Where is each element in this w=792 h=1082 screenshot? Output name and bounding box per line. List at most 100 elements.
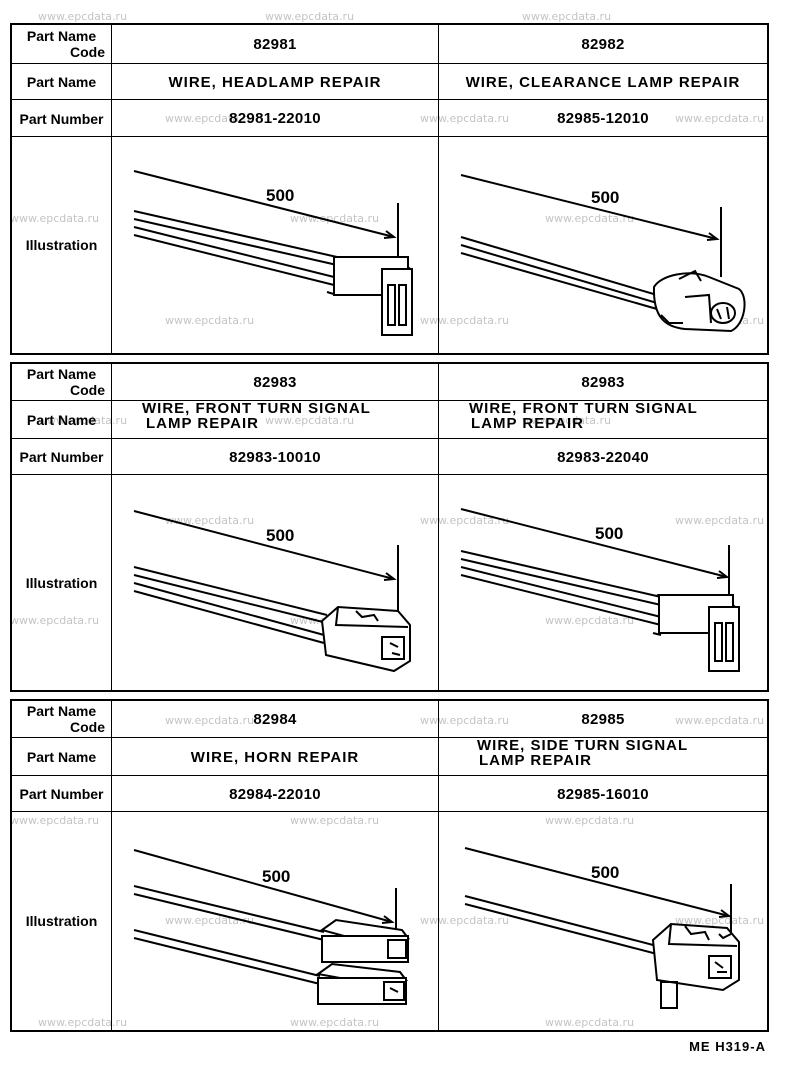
parts-table-block-3: Part Name Code 82984 82985 Part Name WIR… — [10, 699, 769, 1032]
label-illustration: Illustration — [12, 812, 112, 1030]
watermark: www.epcdata.ru — [10, 814, 100, 827]
watermark: www.epcdata.ru — [545, 1016, 635, 1029]
row-code: Part Name Code 82981 82982 — [12, 25, 767, 63]
part-name-a: WIRE, HORN REPAIR — [112, 738, 439, 776]
row-code: Part Name Code 82983 82983 — [12, 364, 767, 400]
label-part-name: Part Name — [12, 401, 112, 439]
watermark: www.epcdata.ru — [420, 112, 510, 125]
label-line: Code — [70, 44, 105, 60]
illustration-b: 500 — [439, 475, 767, 690]
row-part-name: Part Name WIRE, FRONT TURN SIGNAL LAMP R… — [12, 400, 767, 439]
document-reference-code: ME H319-A — [689, 1039, 766, 1054]
part-name-line: LAMP REPAIR — [471, 415, 584, 432]
label-line: Part Name — [26, 366, 97, 382]
wire-harness-illustration: 500 — [460, 174, 746, 333]
part-name-line: LAMP REPAIR — [479, 752, 592, 769]
watermark: www.epcdata.ru — [165, 112, 255, 125]
dimension-label: 500 — [591, 863, 619, 882]
watermark: www.epcdata.ru — [675, 714, 765, 727]
label-part-number: Part Number — [12, 100, 112, 137]
dimension-label: 500 — [266, 526, 294, 545]
label-part-name: Part Name — [12, 738, 112, 776]
part-name-b: WIRE, CLEARANCE LAMP REPAIR — [465, 73, 741, 91]
watermark: www.epcdata.ru — [522, 414, 612, 427]
row-part-number: Part Number 82983-10010 82983-22040 — [12, 438, 767, 475]
row-part-name: Part Name WIRE, HEADLAMP REPAIR WIRE, CL… — [12, 63, 767, 100]
code-b: 82985 — [581, 710, 625, 728]
watermark: www.epcdata.ru — [522, 10, 612, 23]
label-line: Part Name — [26, 28, 97, 44]
part-number-a: 82981-22010 — [112, 100, 439, 137]
wire-harness-illustration: 500 — [460, 508, 740, 672]
wire-harness-illustration: 500 — [464, 847, 740, 1009]
label-part-name-code: Part Name Code — [12, 701, 112, 737]
part-number-a: 82984-22010 — [112, 776, 439, 812]
watermark: www.epcdata.ru — [545, 814, 635, 827]
dimension-label: 500 — [595, 524, 623, 543]
wire-harness-illustration: 500 — [133, 849, 411, 1005]
label-line: Part Name — [26, 703, 97, 719]
illustration-a: 500 — [112, 812, 439, 1030]
part-number-b: 82985-12010 — [557, 110, 649, 127]
watermark: www.epcdata.ru — [265, 10, 355, 23]
code-b: 82983 — [581, 373, 625, 391]
label-part-number: Part Number — [12, 776, 112, 812]
watermark: www.epcdata.ru — [165, 714, 255, 727]
watermark: www.epcdata.ru — [675, 514, 765, 527]
dimension-label: 500 — [262, 867, 290, 886]
watermark: www.epcdata.ru — [420, 514, 510, 527]
row-part-name: Part Name WIRE, HORN REPAIR WIRE, SIDE T… — [12, 737, 767, 776]
illustration-a: 500 — [112, 475, 439, 690]
part-name-b: WIRE, SIDE TURN SIGNAL LAMP REPAIR — [439, 738, 767, 776]
code-a: 82983 — [112, 364, 439, 400]
parts-table-block-1: Part Name Code 82981 82982 Part Name WIR… — [10, 23, 769, 355]
code-a: 82984 — [112, 701, 439, 737]
label-part-number: Part Number — [12, 439, 112, 475]
watermark: www.epcdata.ru — [545, 212, 635, 225]
row-part-number: Part Number 82984-22010 82985-16010 — [12, 775, 767, 812]
part-name-b: WIRE, FRONT TURN SIGNAL LAMP REPAIR — [439, 401, 767, 439]
code-a: 82981 — [112, 25, 439, 63]
watermark: www.epcdata.ru — [420, 714, 510, 727]
watermark: www.epcdata.ru — [290, 1016, 380, 1029]
label-part-name: Part Name — [12, 64, 112, 100]
row-illustration: Illustration — [12, 811, 767, 1030]
watermark: www.epcdata.ru — [10, 614, 100, 627]
illustration-b: 500 — [439, 137, 767, 353]
row-part-number: Part Number 82981-22010 82985-12010 — [12, 99, 767, 137]
wire-harness-illustration: 500 — [133, 170, 413, 336]
part-name-line: WIRE, FRONT TURN SIGNAL — [142, 400, 371, 417]
part-name-line: LAMP REPAIR — [146, 415, 259, 432]
watermark: www.epcdata.ru — [420, 314, 510, 327]
watermark: www.epcdata.ru — [10, 212, 100, 225]
label-illustration: Illustration — [12, 475, 112, 690]
watermark: www.epcdata.ru — [165, 314, 255, 327]
watermark: www.epcdata.ru — [38, 1016, 128, 1029]
label-part-name-code: Part Name Code — [12, 25, 112, 63]
watermark: www.epcdata.ru — [265, 414, 355, 427]
row-illustration: Illustration 500 — [12, 136, 767, 353]
watermark: www.epcdata.ru — [675, 112, 765, 125]
watermark: www.epcdata.ru — [545, 614, 635, 627]
label-illustration: Illustration — [12, 137, 112, 353]
dimension-label: 500 — [591, 188, 619, 207]
illustration-b: 500 — [439, 812, 767, 1030]
dimension-label: 500 — [266, 186, 294, 205]
row-code: Part Name Code 82984 82985 — [12, 701, 767, 737]
part-name-a: WIRE, FRONT TURN SIGNAL LAMP REPAIR — [112, 401, 439, 439]
row-illustration: Illustration 500 — [12, 474, 767, 690]
part-name-line: WIRE, FRONT TURN SIGNAL — [469, 400, 698, 417]
watermark: www.epcdata.ru — [675, 914, 765, 927]
parts-table-block-2: Part Name Code 82983 82983 Part Name WIR… — [10, 362, 769, 692]
part-number-a: 82983-10010 — [112, 439, 439, 475]
label-line: Code — [70, 382, 105, 398]
wire-harness-illustration: 500 — [133, 510, 411, 673]
part-number-b: 82985-16010 — [557, 785, 649, 803]
watermark: www.epcdata.ru — [38, 10, 128, 23]
part-name-line: WIRE, SIDE TURN SIGNAL — [477, 737, 689, 754]
illustration-a: 500 — [112, 137, 439, 353]
code-b: 82982 — [581, 35, 625, 53]
part-number-b: 82983-22040 — [557, 448, 649, 466]
watermark: www.epcdata.ru — [38, 414, 128, 427]
watermark: www.epcdata.ru — [165, 514, 255, 527]
